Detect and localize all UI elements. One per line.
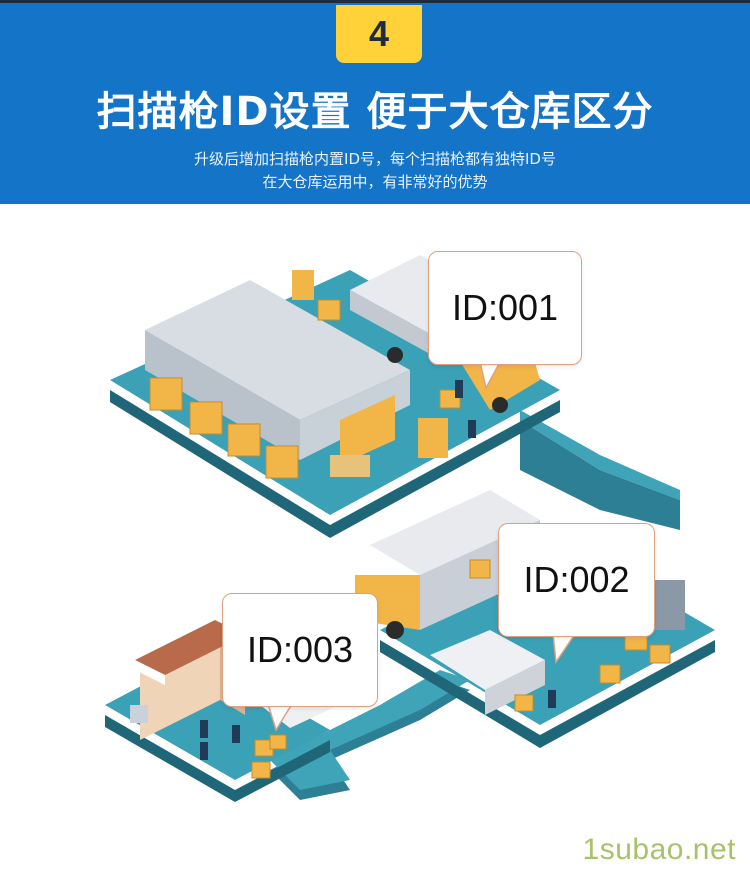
subtitle-line-1: 升级后增加扫描枪内置ID号，每个扫描枪都有独特ID号 xyxy=(194,150,556,168)
id-bubble-003: ID:003 xyxy=(222,593,378,707)
watermark: 1subao.net xyxy=(582,833,736,866)
connecting-path xyxy=(270,410,680,800)
warehouse-roof xyxy=(145,280,410,420)
header-banner: 4 扫描枪ID设置 便于大仓库区分 升级后增加扫描枪内置ID号，每个扫描枪都有独… xyxy=(0,0,750,204)
page-title: 扫描枪ID设置 便于大仓库区分 xyxy=(96,89,654,135)
shop-awning xyxy=(135,620,245,675)
id-bubble-001: ID:001 xyxy=(428,251,582,365)
id-bubble-002: ID:002 xyxy=(498,523,655,637)
subtitle-line-2: 在大仓库运用中，有非常好的优势 xyxy=(262,173,488,191)
step-number-badge: 4 xyxy=(336,5,422,63)
